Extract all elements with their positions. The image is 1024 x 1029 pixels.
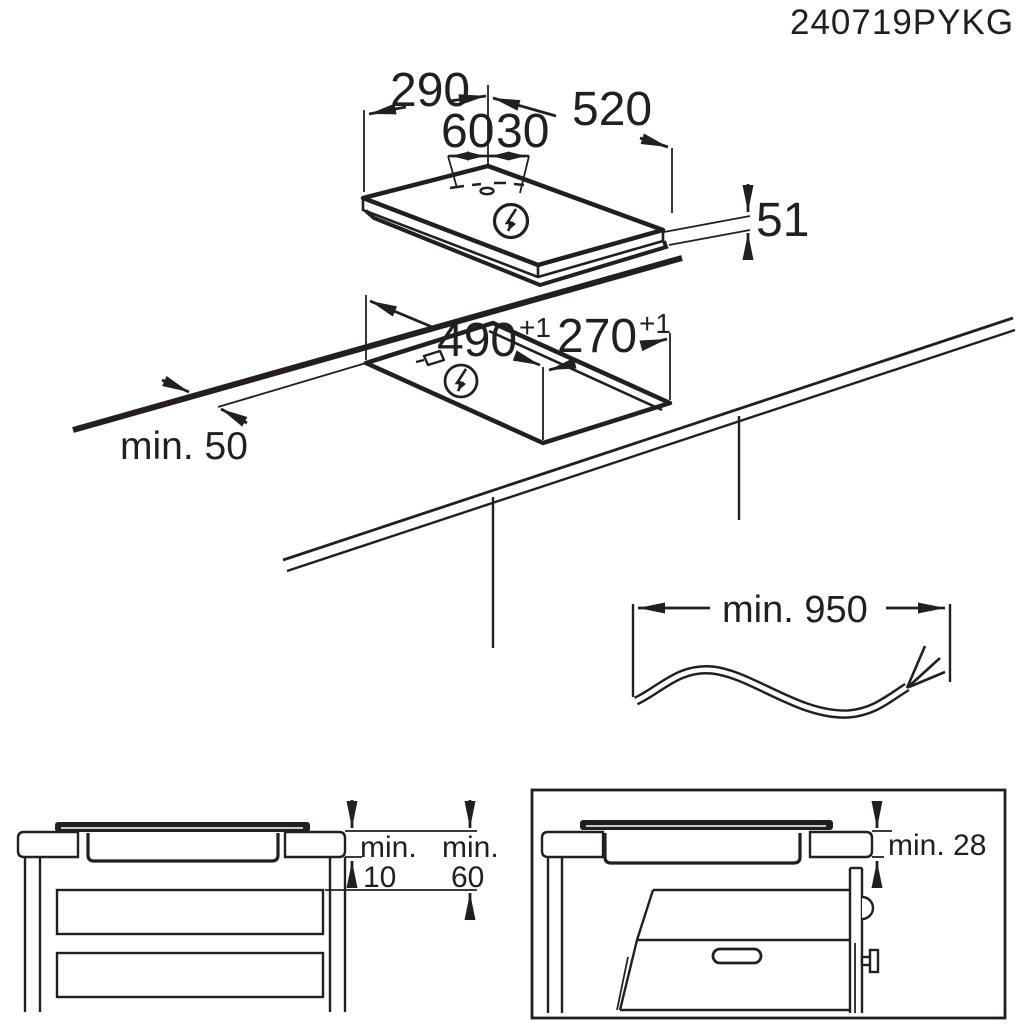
dim-cable-left-label: 60 xyxy=(441,105,494,158)
power-connection-icon-cutout xyxy=(443,363,479,399)
dim-drawer-clearance-value: 60 xyxy=(451,861,484,894)
product-code: 240719PYKG xyxy=(790,3,1014,42)
dim-cutout-width-label: 270 xyxy=(557,310,637,363)
dim-drawer-clearance-prefix: min. xyxy=(442,831,499,864)
dim-cable-length-label: min. 950 xyxy=(722,589,868,631)
dim-cutout-width-tol: +1 xyxy=(639,308,671,339)
dim-width: 290 xyxy=(368,64,487,117)
dim-built-in-depth: 51 xyxy=(663,184,809,260)
view-frame xyxy=(530,788,1007,1020)
cabinet-side-view: min. 10 min. 60 xyxy=(16,800,499,1012)
oven-side-panel xyxy=(848,866,864,1013)
cutout-view: 490 +1 270 +1 min. 50 xyxy=(120,295,1016,648)
hob-top-view: 290 520 60 30 51 xyxy=(72,64,809,433)
dim-depth-label: 520 xyxy=(572,83,652,136)
oven-door-handle xyxy=(711,947,763,965)
dim-cutout-width: 270 +1 xyxy=(548,308,671,372)
mains-cable xyxy=(633,645,946,719)
dim-drawer-clearance: min. 60 xyxy=(442,800,499,920)
dim-cutout-length-tol: +1 xyxy=(519,312,551,343)
drawer-upper xyxy=(55,888,325,936)
oven-control-knob xyxy=(861,895,875,921)
dim-depth: 520 xyxy=(492,83,669,149)
cabinet-sides xyxy=(23,857,347,1012)
dim-hob-clearance-prefix: min. xyxy=(360,831,417,864)
built-in-oven xyxy=(616,866,880,1013)
hob-glass-profile-oven xyxy=(580,820,833,830)
worktop-slab xyxy=(282,316,1016,648)
cable-length-view: min. 950 xyxy=(631,589,952,719)
dim-oven-clearance-label: min. 28 xyxy=(888,829,986,862)
power-connection-icon xyxy=(492,202,530,240)
oven-install-view: min. 28 xyxy=(530,788,1007,1020)
dim-cable-length: min. 950 xyxy=(638,589,945,631)
dim-hob-clearance-value: 10 xyxy=(363,861,396,894)
cabinet-left-side xyxy=(546,857,564,1013)
dim-built-in-depth-label: 51 xyxy=(756,194,809,247)
wall-edge-line xyxy=(72,255,683,433)
dim-width-label: 290 xyxy=(390,64,470,117)
oven-handle-profile xyxy=(860,948,880,974)
connection-box xyxy=(415,349,446,367)
hob-tub-profile xyxy=(86,833,280,863)
dim-wall-distance-label: min. 50 xyxy=(120,425,248,468)
worktop-right xyxy=(283,830,347,859)
worktop-left-oven xyxy=(540,830,605,859)
dim-cutout-length: 490 +1 xyxy=(369,299,551,367)
worktop-right-oven xyxy=(808,830,874,859)
dim-wall-distance: min. 50 xyxy=(120,362,367,468)
dim-cable-right-label: 30 xyxy=(496,105,549,158)
hob-glass-profile xyxy=(55,822,310,832)
hob-tub-profile-oven xyxy=(603,833,802,865)
worktop-left xyxy=(16,830,80,859)
dim-hob-clearance: min. 10 xyxy=(346,800,417,894)
dim-cutout-length-label: 490 xyxy=(437,314,517,367)
cable-wire-ends xyxy=(905,645,946,689)
drawer-lower xyxy=(55,951,325,999)
dim-cable-offsets: 60 30 xyxy=(441,105,549,194)
dim-oven-clearance: min. 28 xyxy=(871,801,986,888)
